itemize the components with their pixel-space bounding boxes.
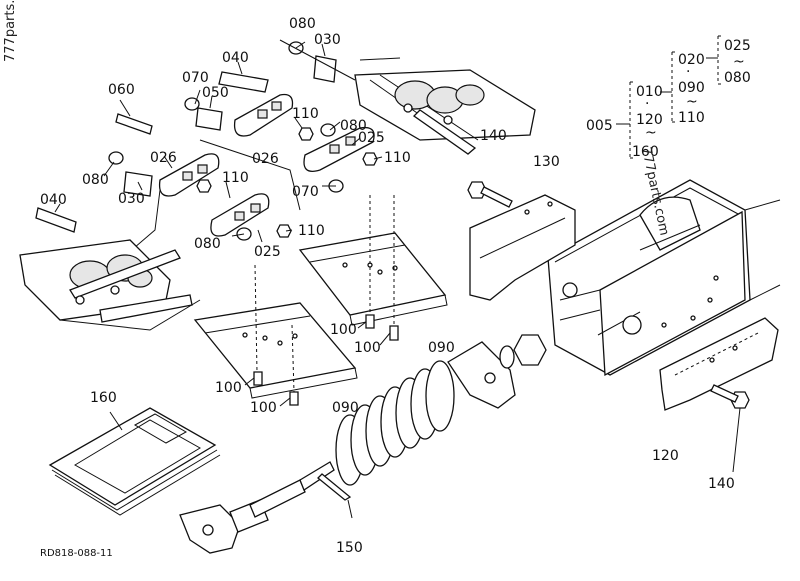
pins-and-bushings [35, 41, 378, 241]
label-080: 080 [82, 172, 109, 188]
track-frame [547, 179, 781, 377]
range-dot: · [686, 64, 690, 80]
label-026: 026 [150, 150, 177, 166]
label-050: 050 [202, 85, 229, 101]
track-chain-left [19, 239, 201, 331]
manual-booklet [48, 407, 221, 516]
label-025: 025 [358, 130, 385, 146]
label-080: 080 [724, 70, 751, 86]
link-plate-026-upper [233, 93, 294, 137]
label-080: 080 [340, 118, 367, 134]
label-060: 060 [108, 82, 135, 98]
label-110: 110 [292, 106, 319, 122]
label-010: 010 [636, 84, 663, 100]
label-080: 080 [194, 236, 221, 252]
label-070: 070 [182, 70, 209, 86]
guide-plate-130 [469, 194, 576, 301]
label-150: 150 [336, 540, 363, 556]
label-030: 030 [314, 32, 341, 48]
label-025: 025 [254, 244, 281, 260]
label-030: 030 [118, 191, 145, 207]
range-brackets [616, 35, 722, 159]
label-025: 025 [724, 38, 751, 54]
coil-spring [335, 360, 455, 486]
label-090: 090 [678, 80, 705, 96]
label-120: 120 [636, 112, 663, 128]
range-tilde: ~ [645, 125, 657, 141]
leader-lines [54, 39, 383, 261]
label-140: 140 [480, 128, 507, 144]
track-shoe-090-left [193, 302, 358, 399]
label-100: 100 [215, 380, 242, 396]
label-080: 080 [289, 16, 316, 32]
watermark-top-left: 777parts.c [3, 0, 18, 62]
label-160: 160 [90, 390, 117, 406]
label-140: 140 [708, 476, 735, 492]
label-040: 040 [222, 50, 249, 66]
track-chain-upper [354, 57, 536, 155]
link-plate-025-lower [210, 193, 270, 237]
link-plate-025-upper [303, 126, 375, 172]
tension-rod [179, 461, 353, 554]
range-dot: · [645, 96, 649, 112]
label-005: 005 [586, 118, 613, 134]
label-100: 100 [250, 400, 277, 416]
label-120: 120 [652, 448, 679, 464]
label-090: 090 [332, 400, 359, 416]
label-110: 110 [298, 223, 325, 239]
label-020: 020 [678, 52, 705, 68]
label-110: 110 [384, 150, 411, 166]
label-100: 100 [354, 340, 381, 356]
guide-plate-120 [659, 317, 779, 411]
label-110: 110 [222, 170, 249, 186]
drawing-code: RD818-088-11 [40, 548, 113, 559]
range-tilde: ~ [686, 94, 698, 110]
shoe-bolts [244, 195, 399, 407]
recoil-spring [279, 334, 547, 496]
label-160: 160 [632, 144, 659, 160]
part-labels: 080 030 040 070 050 060 110 080 025 110 … [40, 16, 751, 559]
bolt-140-bottom [710, 384, 750, 473]
label-110: 110 [678, 110, 705, 126]
label-100: 100 [330, 322, 357, 338]
label-130: 130 [533, 154, 560, 170]
label-090: 090 [428, 340, 455, 356]
label-040: 040 [40, 192, 67, 208]
bolt-140-top [467, 181, 513, 208]
range-tilde: ~ [733, 54, 745, 70]
label-026: 026 [252, 151, 279, 167]
track-shoe-090-right [298, 232, 448, 326]
label-070: 070 [292, 184, 319, 200]
